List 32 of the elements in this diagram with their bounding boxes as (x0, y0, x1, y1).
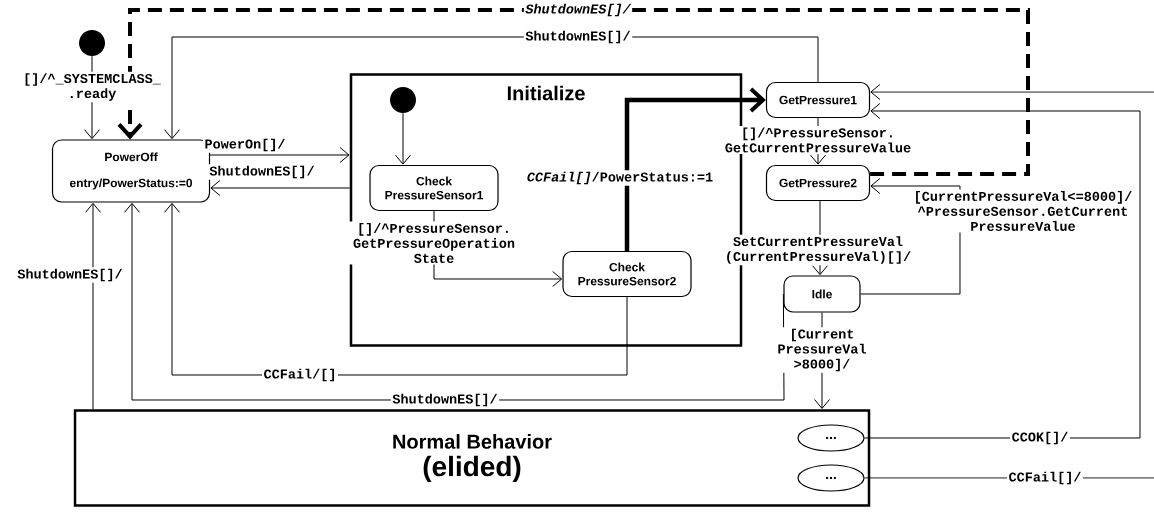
arrow (85, 202, 101, 410)
edge-label: ShutdownES[]/ (15, 267, 125, 283)
arrow (117, 8, 1030, 176)
edge-label: []/^PressureSensor. GetCurrentPressureValue (720, 126, 916, 154)
arrow (210, 180, 351, 196)
edge-label: CCOK[]/ (1010, 430, 1070, 446)
arrow (864, 103, 1141, 439)
arrow (209, 147, 350, 163)
edge-label: ShutdownES[]/ (390, 392, 500, 408)
arrow (164, 202, 628, 376)
arrow (395, 112, 411, 165)
state-box: Idle (783, 275, 861, 313)
edge-label: CCFail/[] (262, 367, 338, 383)
state-box: Check PressureSensor1 (369, 164, 499, 212)
edge-label: []/^PressureSensor. GetPressureOperation State (344, 221, 524, 265)
state-box: GetPressure2 (765, 164, 871, 202)
initial-state-dot (79, 30, 105, 56)
edge-label: PowerOn[]/ (203, 137, 287, 153)
state-box: Check PressureSensor2 (562, 250, 692, 298)
initial-state-dot (390, 87, 416, 113)
arrow (870, 84, 1154, 100)
edge-label: CCFail[]/PowerStatus:=1 (525, 170, 715, 186)
arrow (624, 87, 766, 251)
edge-label: ShutdownES[]/ (523, 29, 633, 45)
edge-label: ShutdownES[]/ (207, 164, 317, 180)
edge-label: []/^_SYSTEMCLASS_ .ready (18, 71, 166, 103)
edge-label: ShutdownES[]/ (523, 2, 633, 18)
edge-label: [Current PressureVal >8000]/ (773, 327, 871, 373)
state-box: GetPressure1 (765, 81, 871, 119)
edge-label: SetCurrentPressureVal (CurrentPressureVal)[]/ (720, 234, 916, 266)
edge-label: [CurrentPressureVal<=8000]/ ^PressureSensor.GetCurrent PressureValue (909, 189, 1137, 233)
edge-label: CCFail[]/ (1007, 470, 1083, 486)
